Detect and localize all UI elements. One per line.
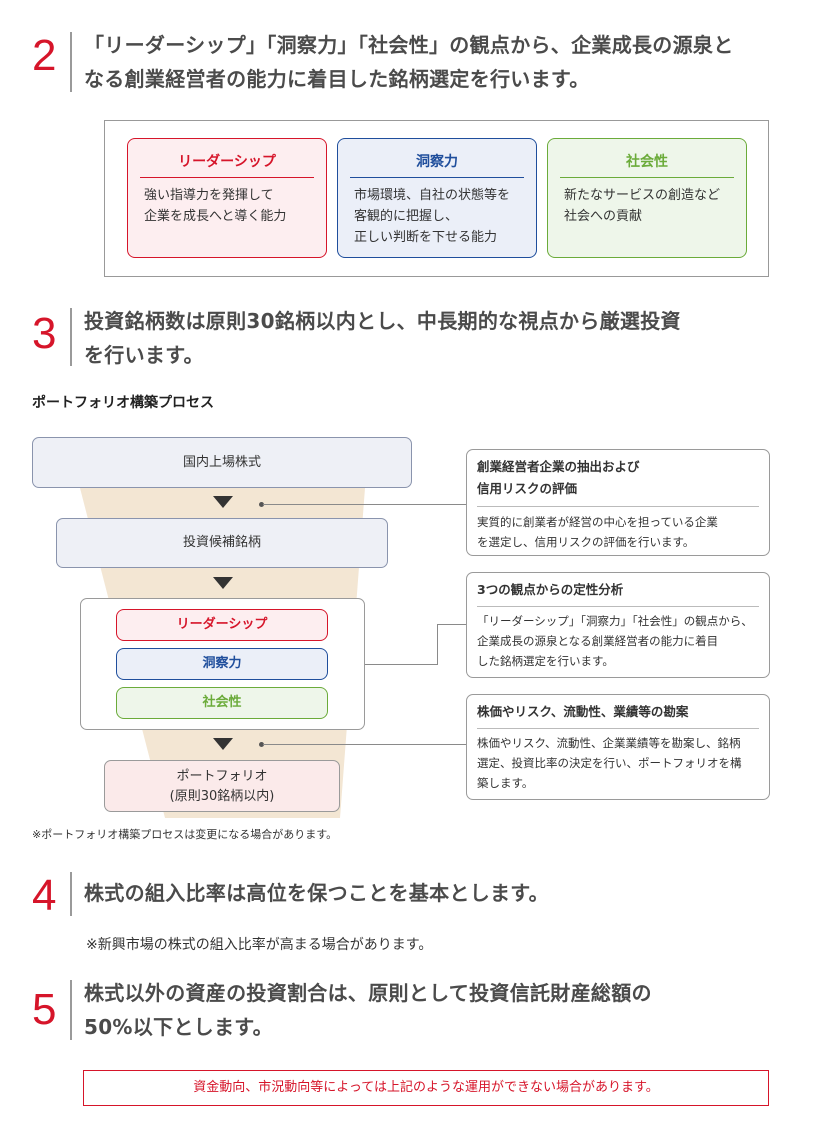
card-insight: 洞察力 市場環境、自社の状態等を 客観的に把握し、 正しい判断を下せる能力 [337,138,537,258]
card-leadership-title: リーダーシップ [178,154,276,170]
stage-portfolio-sublabel: (原則30銘柄以内) [169,789,275,804]
section-2-heading: 「リーダーシップ」「洞察力」「社会性」の観点から、企業成長の源泉と なる創業経営… [84,28,734,96]
section-2-line-2: なる創業経営者の能力に着目した銘柄選定を行います。 [84,67,590,91]
process-title: ポートフォリオ構築プロセス [32,395,214,411]
connector-dot [259,502,264,507]
note-founder-extraction-title: 創業経営者企業の抽出および 信用リスクの評価 [477,459,640,496]
card-insight-rule [350,177,524,178]
arrow-down-icon [213,738,233,750]
note-divider [477,506,759,507]
section-5-line-1: 株式以外の資産の投資割合は、原則として投資信託財産総額の [84,981,652,1005]
connector-line-2a [365,664,438,665]
connector-line-2c [437,624,466,625]
card-social: 社会性 新たなサービスの創造など 社会への貢献 [547,138,747,258]
bottom-notice: 資金動向、市況動向等によっては上記のような運用ができない場合があります。 [83,1070,769,1106]
arrow-down-icon [213,577,233,589]
arrow-down-icon [213,496,233,508]
section-2-number: 2 [32,31,57,80]
note-founder-extraction: 創業経営者企業の抽出および 信用リスクの評価 実質的に創業者が経営の中心を担って… [466,449,770,556]
section-3-line-1: 投資銘柄数は原則30銘柄以内とし、中長期的な視点から厳選投資 [84,309,681,333]
card-social-title: 社会性 [626,154,668,170]
note-qualitative-analysis: 3つの観点からの定性分析 「リーダーシップ」「洞察力」「社会性」の観点から、 企… [466,572,770,678]
pill-insight: 洞察力 [116,648,328,680]
section-4-divider [70,872,72,916]
section-3-number: 3 [32,309,57,358]
card-leadership: リーダーシップ 強い指導力を発揮して 企業を成長へと導く能力 [127,138,327,258]
stage-portfolio-label: ポートフォリオ [176,769,268,784]
pill-social: 社会性 [116,687,328,719]
section-2-line-1: 「リーダーシップ」「洞察力」「社会性」の観点から、企業成長の源泉と [84,33,734,57]
note-divider [477,606,759,607]
note-qualitative-analysis-title: 3つの観点からの定性分析 [477,582,624,597]
section-5-divider [70,980,72,1040]
note-founder-extraction-body: 実質的に創業者が経営の中心を担っている企業 を選定し、信用リスクの評価を行います… [477,515,718,549]
card-insight-body: 市場環境、自社の状態等を 客観的に把握し、 正しい判断を下せる能力 [354,188,511,245]
process-footnote: ※ポートフォリオ構築プロセスは変更になる場合があります。 [32,828,338,841]
connector-dot [259,742,264,747]
viewpoint-cards-frame: リーダーシップ 強い指導力を発揮して 企業を成長へと導く能力 洞察力 市場環境、… [104,120,769,277]
card-social-rule [560,177,734,178]
section-3-line-2: を行います。 [84,343,204,367]
section-4-heading: 株式の組入比率は高位を保つことを基本とします。 [84,876,549,910]
section-3-divider [70,308,72,366]
section-2-divider [70,32,72,92]
connector-line-2b [437,624,438,665]
note-price-risk-body: 株価やリスク、流動性、企業業績等を勘案し、銘柄 選定、投資比率の決定を行い、ポー… [477,736,742,790]
section-5-heading: 株式以外の資産の投資割合は、原則として投資信託財産総額の 50%以下とします。 [84,976,652,1044]
section-4-note: ※新興市場の株式の組入比率が高まる場合があります。 [86,937,433,953]
note-price-risk: 株価やリスク、流動性、業績等の勘案 株価やリスク、流動性、企業業績等を勘案し、銘… [466,694,770,800]
section-4-number: 4 [32,871,57,920]
stage-domestic-listed-stocks: 国内上場株式 [32,437,412,488]
connector-line-3 [263,744,466,745]
section-5-number: 5 [32,985,57,1034]
card-insight-title: 洞察力 [416,154,458,170]
section-3-heading: 投資銘柄数は原則30銘柄以内とし、中長期的な視点から厳選投資 を行います。 [84,304,681,372]
card-leadership-rule [140,177,314,178]
card-social-body: 新たなサービスの創造など 社会への貢献 [564,188,721,224]
card-leadership-body: 強い指導力を発揮して 企業を成長へと導く能力 [144,188,287,224]
note-divider [477,728,759,729]
stage-candidate-stocks-label: 投資候補銘柄 [182,535,261,550]
section-4-line-1: 株式の組入比率は高位を保つことを基本とします。 [84,881,549,905]
connector-line-1 [263,504,466,505]
stage-candidate-stocks: 投資候補銘柄 [56,518,388,568]
section-5-line-2: 50%以下とします。 [84,1015,273,1039]
stage-domestic-listed-stocks-label: 国内上場株式 [182,455,261,470]
note-qualitative-analysis-body: 「リーダーシップ」「洞察力」「社会性」の観点から、 企業成長の源泉となる創業経営… [477,614,753,668]
stage-portfolio: ポートフォリオ (原則30銘柄以内) [104,760,340,812]
note-price-risk-title: 株価やリスク、流動性、業績等の勘案 [477,704,689,719]
pill-leadership: リーダーシップ [116,609,328,641]
